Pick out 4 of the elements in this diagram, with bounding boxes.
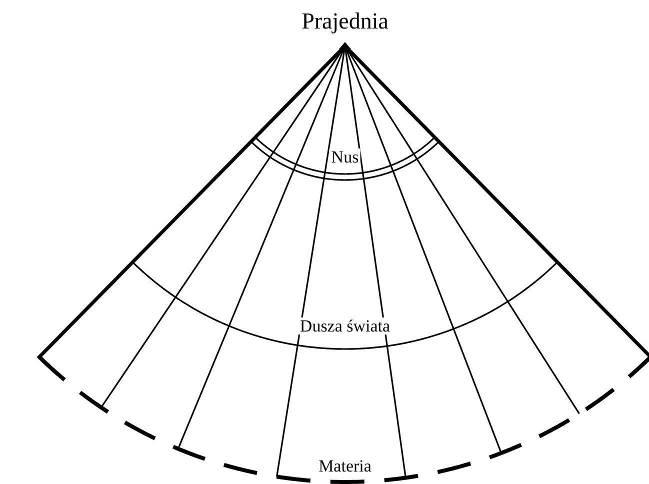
apex-label: Prajednia xyxy=(300,10,390,32)
band-label: Nus xyxy=(329,148,361,166)
band-label: Dusza świata xyxy=(298,318,392,334)
band-label: Materia xyxy=(316,458,374,474)
